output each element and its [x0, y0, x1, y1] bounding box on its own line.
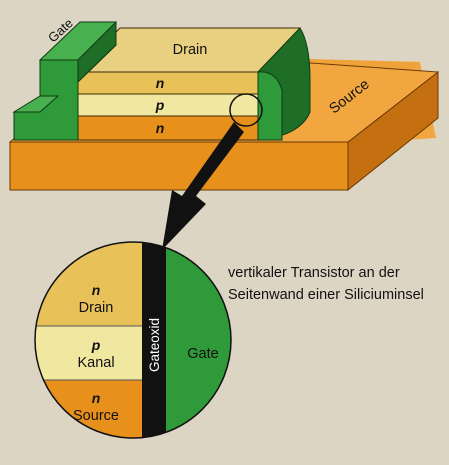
circle-label-p: p [91, 337, 101, 353]
circle-label-source: Source [73, 408, 119, 424]
substrate-front-face [9, 141, 349, 191]
circle-label-n-top: n [92, 282, 101, 298]
caption: vertikaler Transistor an der Seitenwand … [228, 262, 443, 306]
circle-label-drain: Drain [79, 300, 114, 316]
zoom-arrow [162, 122, 244, 250]
caption-line-2: Seitenwand einer Siliciuminsel [228, 287, 424, 303]
circle-label-n-bottom: n [92, 390, 101, 406]
right-gate [257, 27, 311, 141]
circle-label-kanal: Kanal [77, 355, 114, 371]
circle-label-gateoxid: Gateoxid [147, 318, 162, 372]
layer-label-n-top: n [156, 75, 165, 91]
drain-label-top: Drain [173, 42, 208, 58]
magnify-marker [229, 93, 263, 127]
caption-line-1: vertikaler Transistor an der [228, 265, 400, 281]
circle-gateoxid-region [142, 242, 166, 438]
circle-kanal-region [35, 326, 142, 380]
magnified-circle-outline [34, 241, 232, 439]
layer-label-p: p [155, 97, 165, 113]
layer-label-n-bottom: n [156, 120, 165, 136]
circle-label-gate: Gate [187, 346, 218, 362]
layer-n-top [77, 71, 259, 95]
left-gate [12, 20, 117, 141]
